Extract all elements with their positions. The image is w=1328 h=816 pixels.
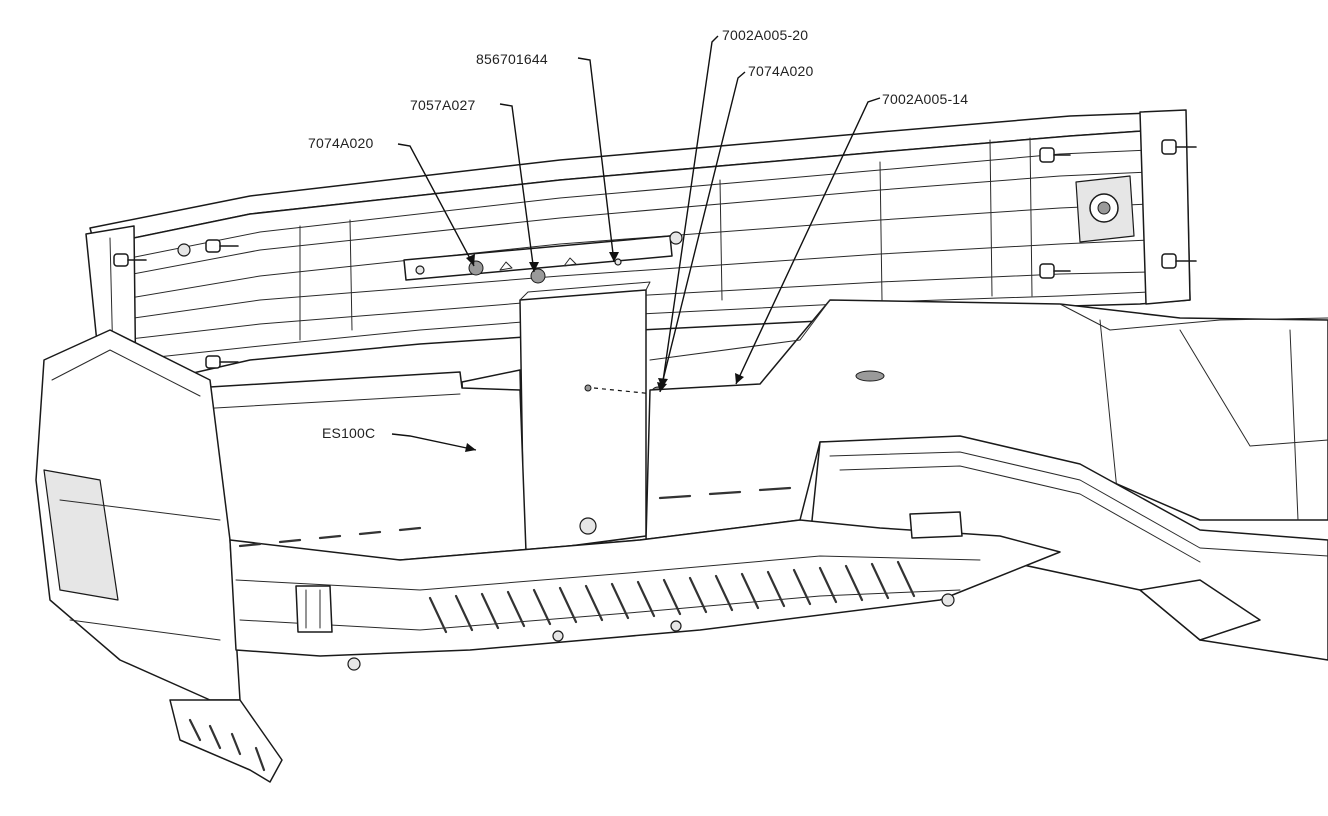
callout-7074A020-left: 7074A020 [308,135,373,151]
callout-7002A005-14: 7002A005-14 [882,91,968,107]
callout-7002A005-20: 7002A005-20 [722,27,808,43]
bumper-beam [85,109,1197,413]
bumper-fascia [35,299,1328,783]
leader-lines [391,35,881,452]
right-studs [1039,139,1197,279]
callout-ES100C: ES100C [322,425,375,441]
callout-7057A027: 7057A027 [410,97,475,113]
callout-856701644: 856701644 [476,51,548,67]
hitch-plate [519,281,651,553]
callout-7074A020-right: 7074A020 [748,63,813,79]
callout-labels: 856701644 7002A005-20 7074A020 7057A027 … [308,27,968,441]
mounting-strip [403,231,683,284]
